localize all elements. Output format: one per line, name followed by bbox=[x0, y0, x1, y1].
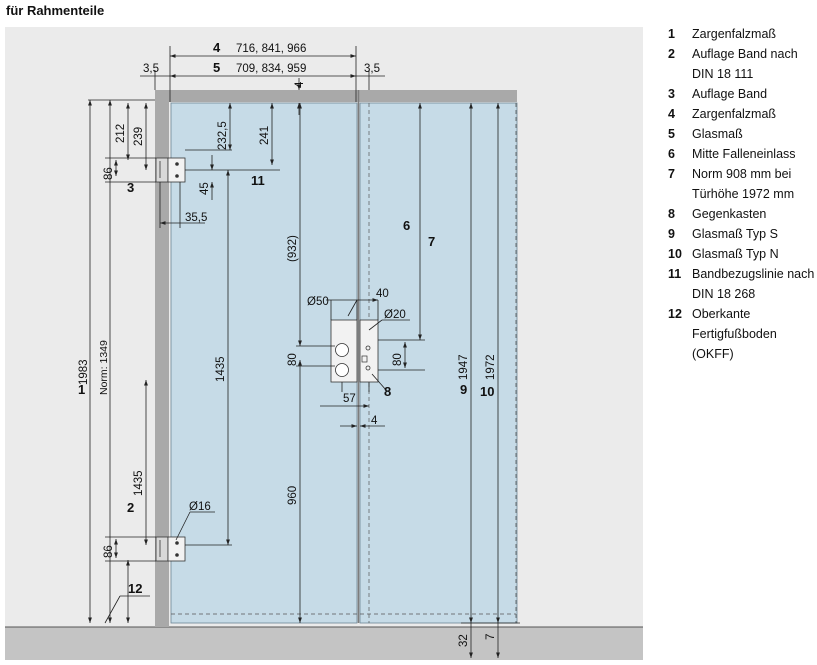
dim-d16: Ø16 bbox=[189, 501, 211, 513]
label-11: 11 bbox=[251, 173, 265, 188]
dim-57: 57 bbox=[343, 393, 356, 405]
dim-glass-width: 709, 834, 959 bbox=[236, 63, 306, 75]
dim-40: 40 bbox=[376, 288, 389, 300]
legend-item-11: 11 Bandbezugslinie nach DIN 18 268 bbox=[668, 264, 816, 304]
dim-239: 239 bbox=[133, 127, 145, 146]
lock-case bbox=[330, 319, 358, 383]
door-frame-top bbox=[155, 90, 517, 102]
dim-norm-1349: Norm: 1349 bbox=[98, 340, 110, 395]
dim-232-5: 232,5 bbox=[217, 121, 229, 150]
dim-d50: Ø50 bbox=[307, 296, 329, 308]
legend-num: 8 bbox=[668, 207, 675, 221]
legend-item-3: 3 Auflage Band bbox=[668, 84, 816, 104]
legend-num: 6 bbox=[668, 147, 675, 161]
legend-text: Zargenfalzmaß bbox=[692, 27, 777, 41]
dim-86-top: 86 bbox=[103, 167, 115, 180]
callout-labels: 4 5 1 2 3 11 6 7 8 9 10 12 bbox=[78, 40, 494, 596]
legend-text: Zargenfalzmaß bbox=[692, 107, 777, 121]
legend-item-12: 12 Oberkante Fertigfußboden (OKFF) bbox=[668, 304, 816, 364]
dim-80-left: 80 bbox=[287, 353, 299, 366]
legend-item-8: 8 Gegenkasten bbox=[668, 204, 816, 224]
dim-gap-right: 3,5 bbox=[364, 63, 380, 75]
legend-num: 12 bbox=[668, 307, 682, 321]
page-title: für Rahmenteile bbox=[6, 3, 105, 18]
label-4: 4 bbox=[213, 40, 221, 55]
dim-top-gap: 4 bbox=[294, 81, 306, 88]
label-5: 5 bbox=[213, 60, 220, 75]
legend-num: 10 bbox=[668, 247, 682, 261]
legend-item-9: 9 Glasmaß Typ S bbox=[668, 224, 816, 244]
legend-item-4: 4 Zargenfalzmaß bbox=[668, 104, 816, 124]
glass-panel-right bbox=[359, 102, 518, 624]
label-12: 12 bbox=[128, 581, 142, 596]
dim-d20: Ø20 bbox=[384, 309, 406, 321]
legend-item-7: 7 Norm 908 mm bei Türhöhe 1972 mm bbox=[668, 164, 816, 204]
dim-960: 960 bbox=[287, 486, 299, 505]
legend-text: Norm 908 mm bei Türhöhe 1972 mm bbox=[692, 167, 795, 201]
dim-1947: 1947 bbox=[458, 354, 470, 380]
dimension-texts: 716, 841, 966 709, 834, 959 3,5 3,5 4 19… bbox=[78, 43, 497, 647]
label-8: 8 bbox=[384, 384, 391, 399]
legend-text: Auflage Band bbox=[692, 87, 768, 101]
legend-num: 4 bbox=[668, 107, 675, 121]
legend-item-1: 1 Zargenfalzmaß bbox=[668, 24, 816, 44]
floor-band bbox=[5, 627, 643, 660]
legend-num: 5 bbox=[668, 127, 675, 141]
legend-text: Gegenkasten bbox=[692, 207, 767, 221]
dim-86-bottom: 86 bbox=[103, 545, 115, 558]
legend-item-6: 6 Mitte Falleneinlass bbox=[668, 144, 816, 164]
legend-item-2: 2 Auflage Band nach DIN 18 111 bbox=[668, 44, 816, 84]
dim-1435-center: 1435 bbox=[215, 356, 227, 382]
glass-panel-left bbox=[170, 102, 358, 624]
label-1: 1 bbox=[78, 382, 85, 397]
dim-32: 32 bbox=[458, 634, 470, 647]
legend-num: 2 bbox=[668, 47, 675, 61]
strike-box bbox=[359, 319, 379, 383]
dim-zargenfalz-width: 716, 841, 966 bbox=[236, 43, 306, 55]
dim-gap-left: 3,5 bbox=[143, 63, 159, 75]
legend-num: 11 bbox=[668, 267, 682, 281]
hinge-top bbox=[155, 157, 186, 183]
dim-4: 4 bbox=[371, 415, 378, 427]
legend-num: 9 bbox=[668, 227, 675, 241]
legend-num: 7 bbox=[668, 167, 675, 181]
dim-7: 7 bbox=[485, 634, 497, 640]
dim-1972: 1972 bbox=[485, 354, 497, 380]
dim-35-5: 35,5 bbox=[185, 212, 207, 224]
dim-1983: 1983 bbox=[78, 359, 90, 385]
legend-text: Glasmaß Typ S bbox=[692, 227, 778, 241]
legend-num: 3 bbox=[668, 87, 675, 101]
label-7: 7 bbox=[428, 234, 435, 249]
legend-text: Oberkante Fertigfußboden (OKFF) bbox=[692, 307, 777, 361]
dim-45: 45 bbox=[199, 182, 211, 195]
label-2: 2 bbox=[127, 500, 134, 515]
legend-text: Glasmaß bbox=[692, 127, 743, 141]
dim-212: 212 bbox=[115, 124, 127, 143]
dimension-lines bbox=[88, 46, 520, 658]
legend-text: Mitte Falleneinlass bbox=[692, 147, 796, 161]
legend-text: Glasmaß Typ N bbox=[692, 247, 779, 261]
dim-80-right: 80 bbox=[392, 353, 404, 366]
legend-text: Auflage Band nach DIN 18 111 bbox=[692, 47, 798, 81]
dim-1435-left: 1435 bbox=[133, 470, 145, 496]
dim-241: 241 bbox=[259, 126, 271, 145]
legend-num: 1 bbox=[668, 27, 675, 41]
legend-item-5: 5 Glasmaß bbox=[668, 124, 816, 144]
legend-item-10: 10 Glasmaß Typ N bbox=[668, 244, 816, 264]
hinge-bottom bbox=[155, 536, 186, 562]
label-3: 3 bbox=[127, 180, 134, 195]
label-6: 6 bbox=[403, 218, 410, 233]
label-9: 9 bbox=[460, 382, 467, 397]
label-10: 10 bbox=[480, 384, 494, 399]
dim-932: (932) bbox=[287, 235, 299, 262]
legend-text: Bandbezugslinie nach DIN 18 268 bbox=[692, 267, 815, 301]
